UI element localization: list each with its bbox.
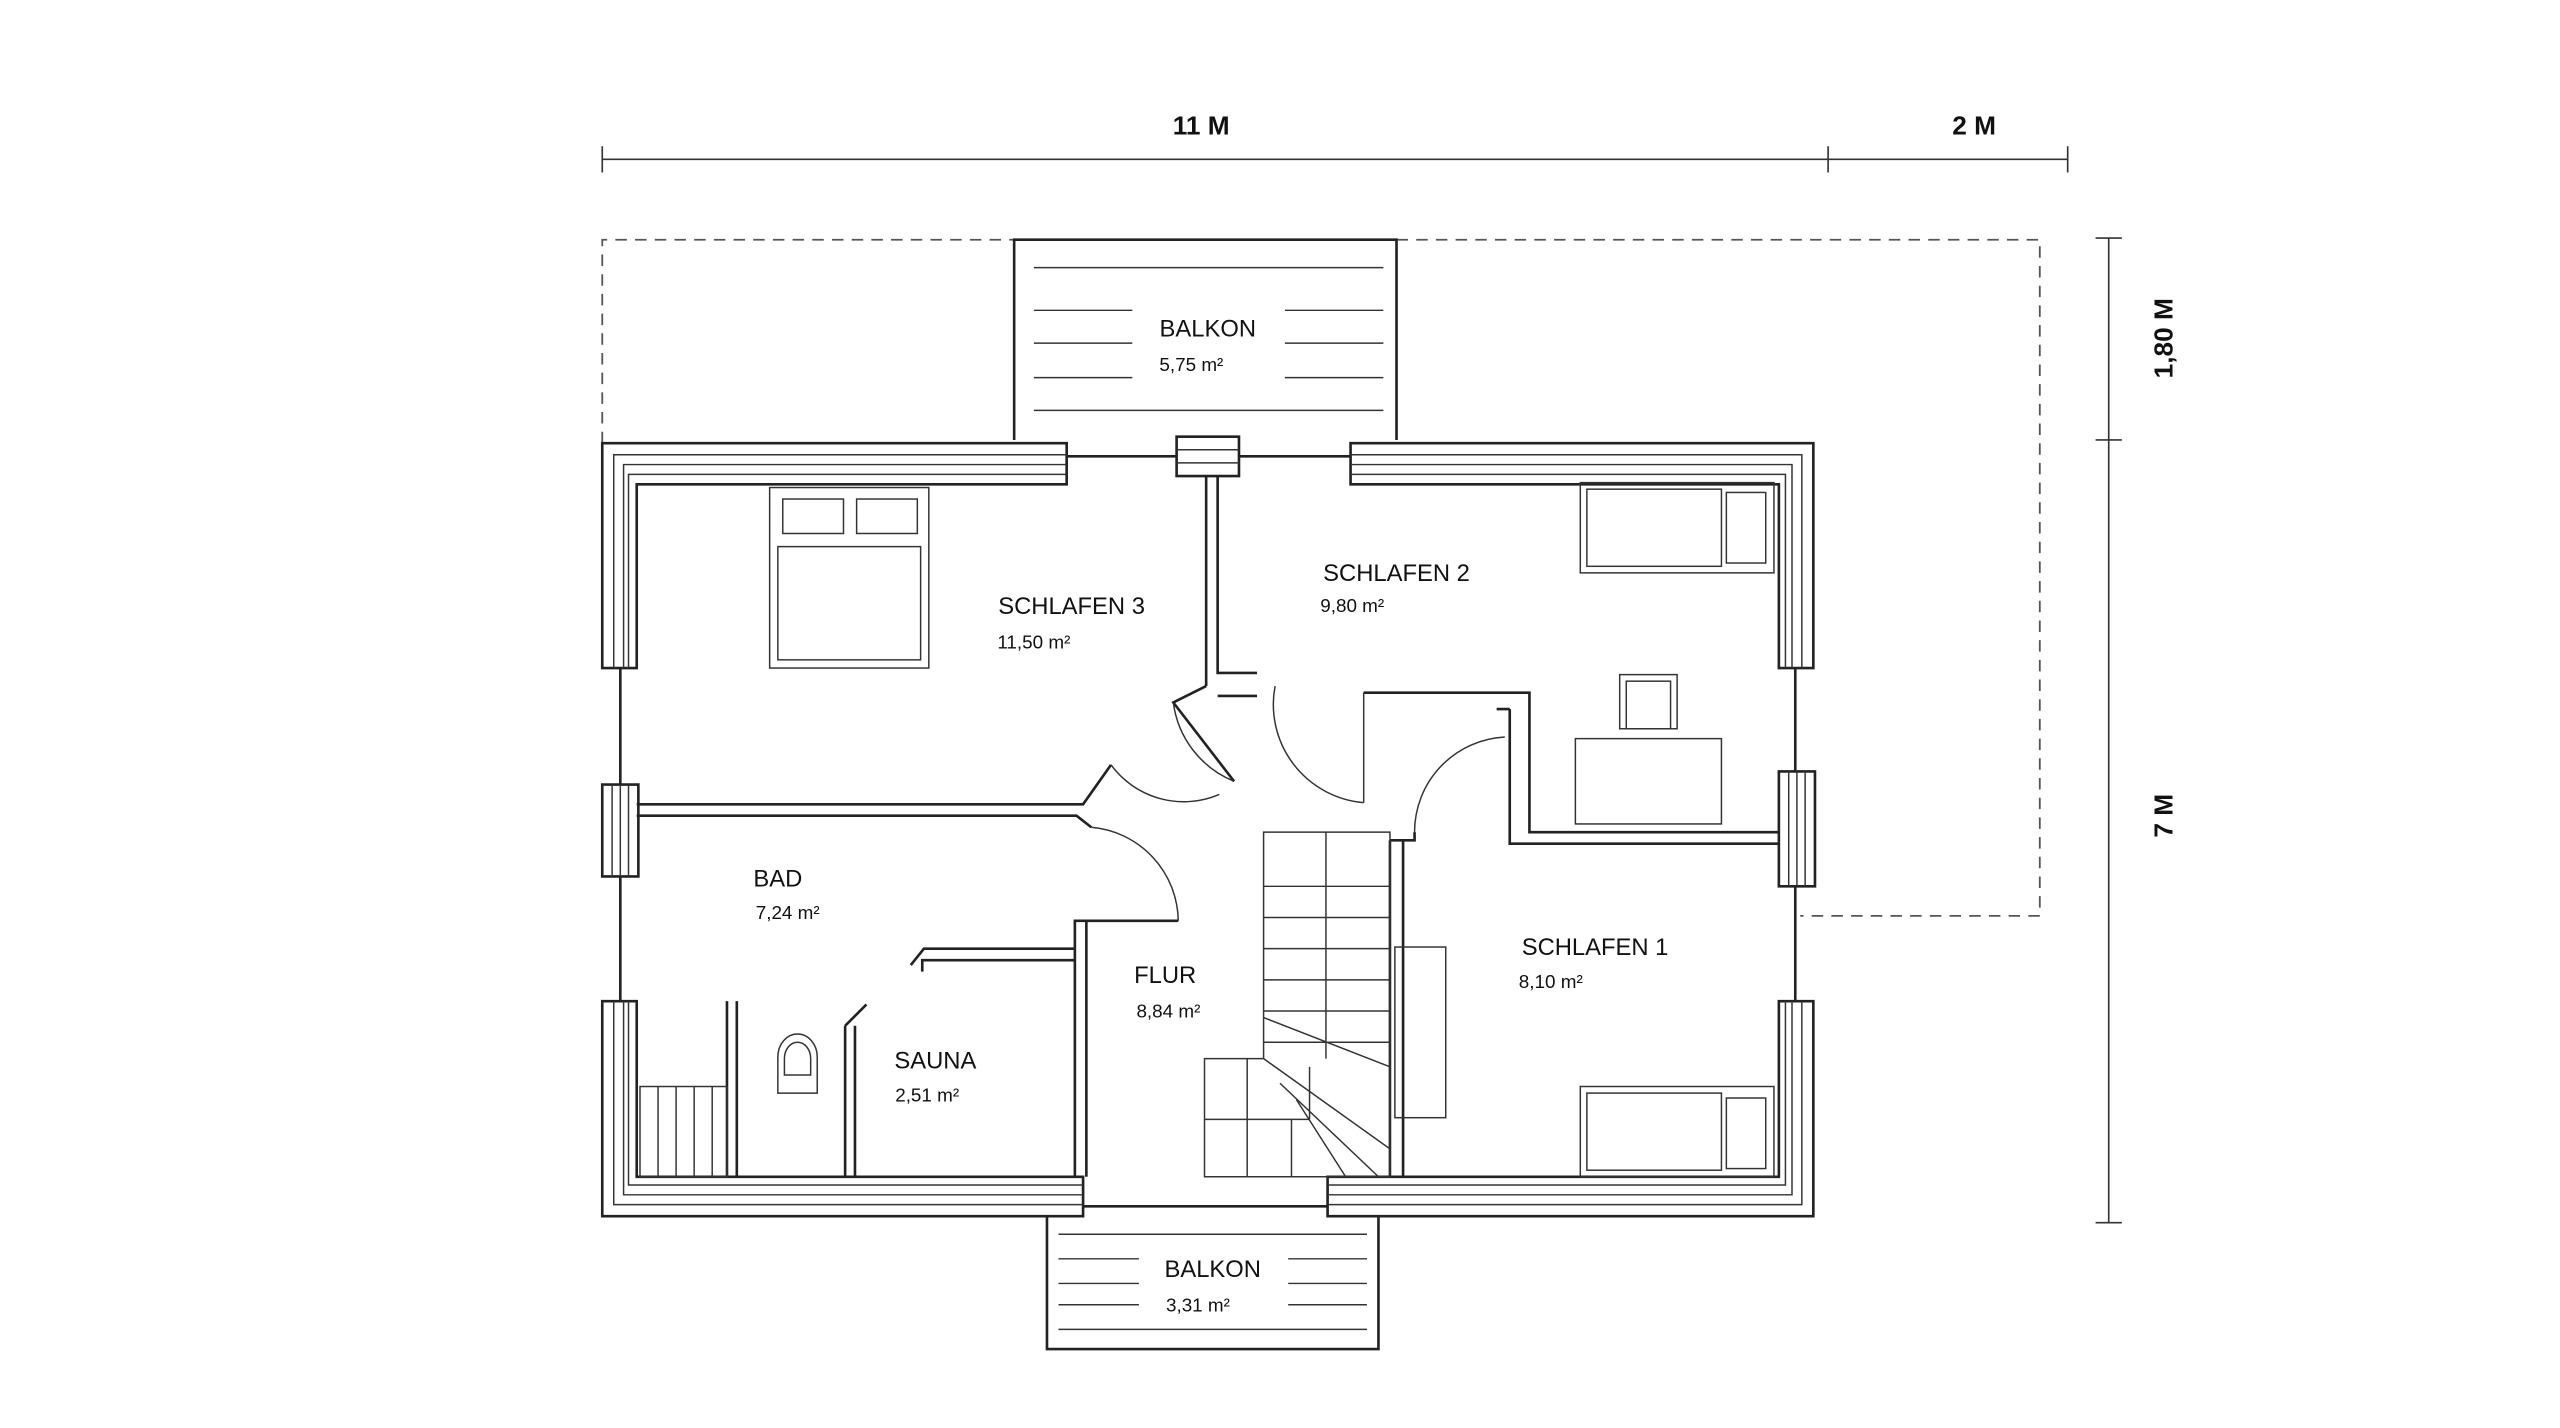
room-name-schlafen2: SCHLAFEN 2 [1323, 560, 1470, 587]
room-area-sauna: 2,51 m² [895, 1084, 959, 1105]
sauna-bench [639, 1085, 728, 1178]
room-area-schlafen2: 9,80 m² [1320, 595, 1384, 616]
double-bed [768, 486, 930, 669]
room-area-schlafen1: 8,10 m² [1519, 971, 1583, 992]
room-name-schlafen3: SCHLAFEN 3 [998, 593, 1145, 620]
dimension-top: 11 M 2 M [601, 111, 2069, 173]
room-area-flur: 8,84 m² [1136, 1001, 1200, 1022]
room-name-flur: FLUR [1134, 962, 1196, 989]
outer-walls [600, 435, 1817, 1218]
toilet [777, 1033, 818, 1094]
room-name-bad: BAD [753, 865, 802, 892]
single-bed-schlafen1 [1579, 1085, 1775, 1178]
balcony-top [1012, 238, 1398, 440]
room-name-schlafen1: SCHLAFEN 1 [1522, 934, 1669, 961]
room-area-bad: 7,24 m² [756, 902, 820, 923]
chair [1618, 673, 1678, 730]
room-area-balkon-bottom: 3,31 m² [1166, 1294, 1230, 1315]
single-bed-schlafen2 [1579, 481, 1775, 574]
dimension-depth-main: 7 M [2149, 794, 2179, 838]
room-name-balkon-top: BALKON [1160, 316, 1256, 343]
staircase [1203, 831, 1391, 1178]
desk [1574, 737, 1723, 825]
balcony-bottom [1045, 1216, 1380, 1351]
room-labels: BALKON 5,75 m² SCHLAFEN 3 11,50 m² SCHLA… [753, 316, 1668, 1316]
roof-outline [601, 238, 2041, 917]
wardrobe [1394, 946, 1447, 1119]
room-name-sauna: SAUNA [894, 1047, 976, 1074]
interior-walls [636, 476, 1779, 1177]
room-name-balkon-bottom: BALKON [1164, 1256, 1260, 1283]
furniture [639, 481, 1775, 1178]
dimension-width-extra: 2 M [1952, 111, 1996, 141]
dimension-width-main: 11 M [1173, 111, 1230, 141]
room-area-balkon-top: 5,75 m² [1159, 354, 1223, 375]
room-area-schlafen3: 11,50 m² [997, 631, 1070, 652]
dimension-right: 1,80 M 7 M [2095, 237, 2179, 1224]
dimension-depth-balcony: 1,80 M [2149, 298, 2179, 378]
